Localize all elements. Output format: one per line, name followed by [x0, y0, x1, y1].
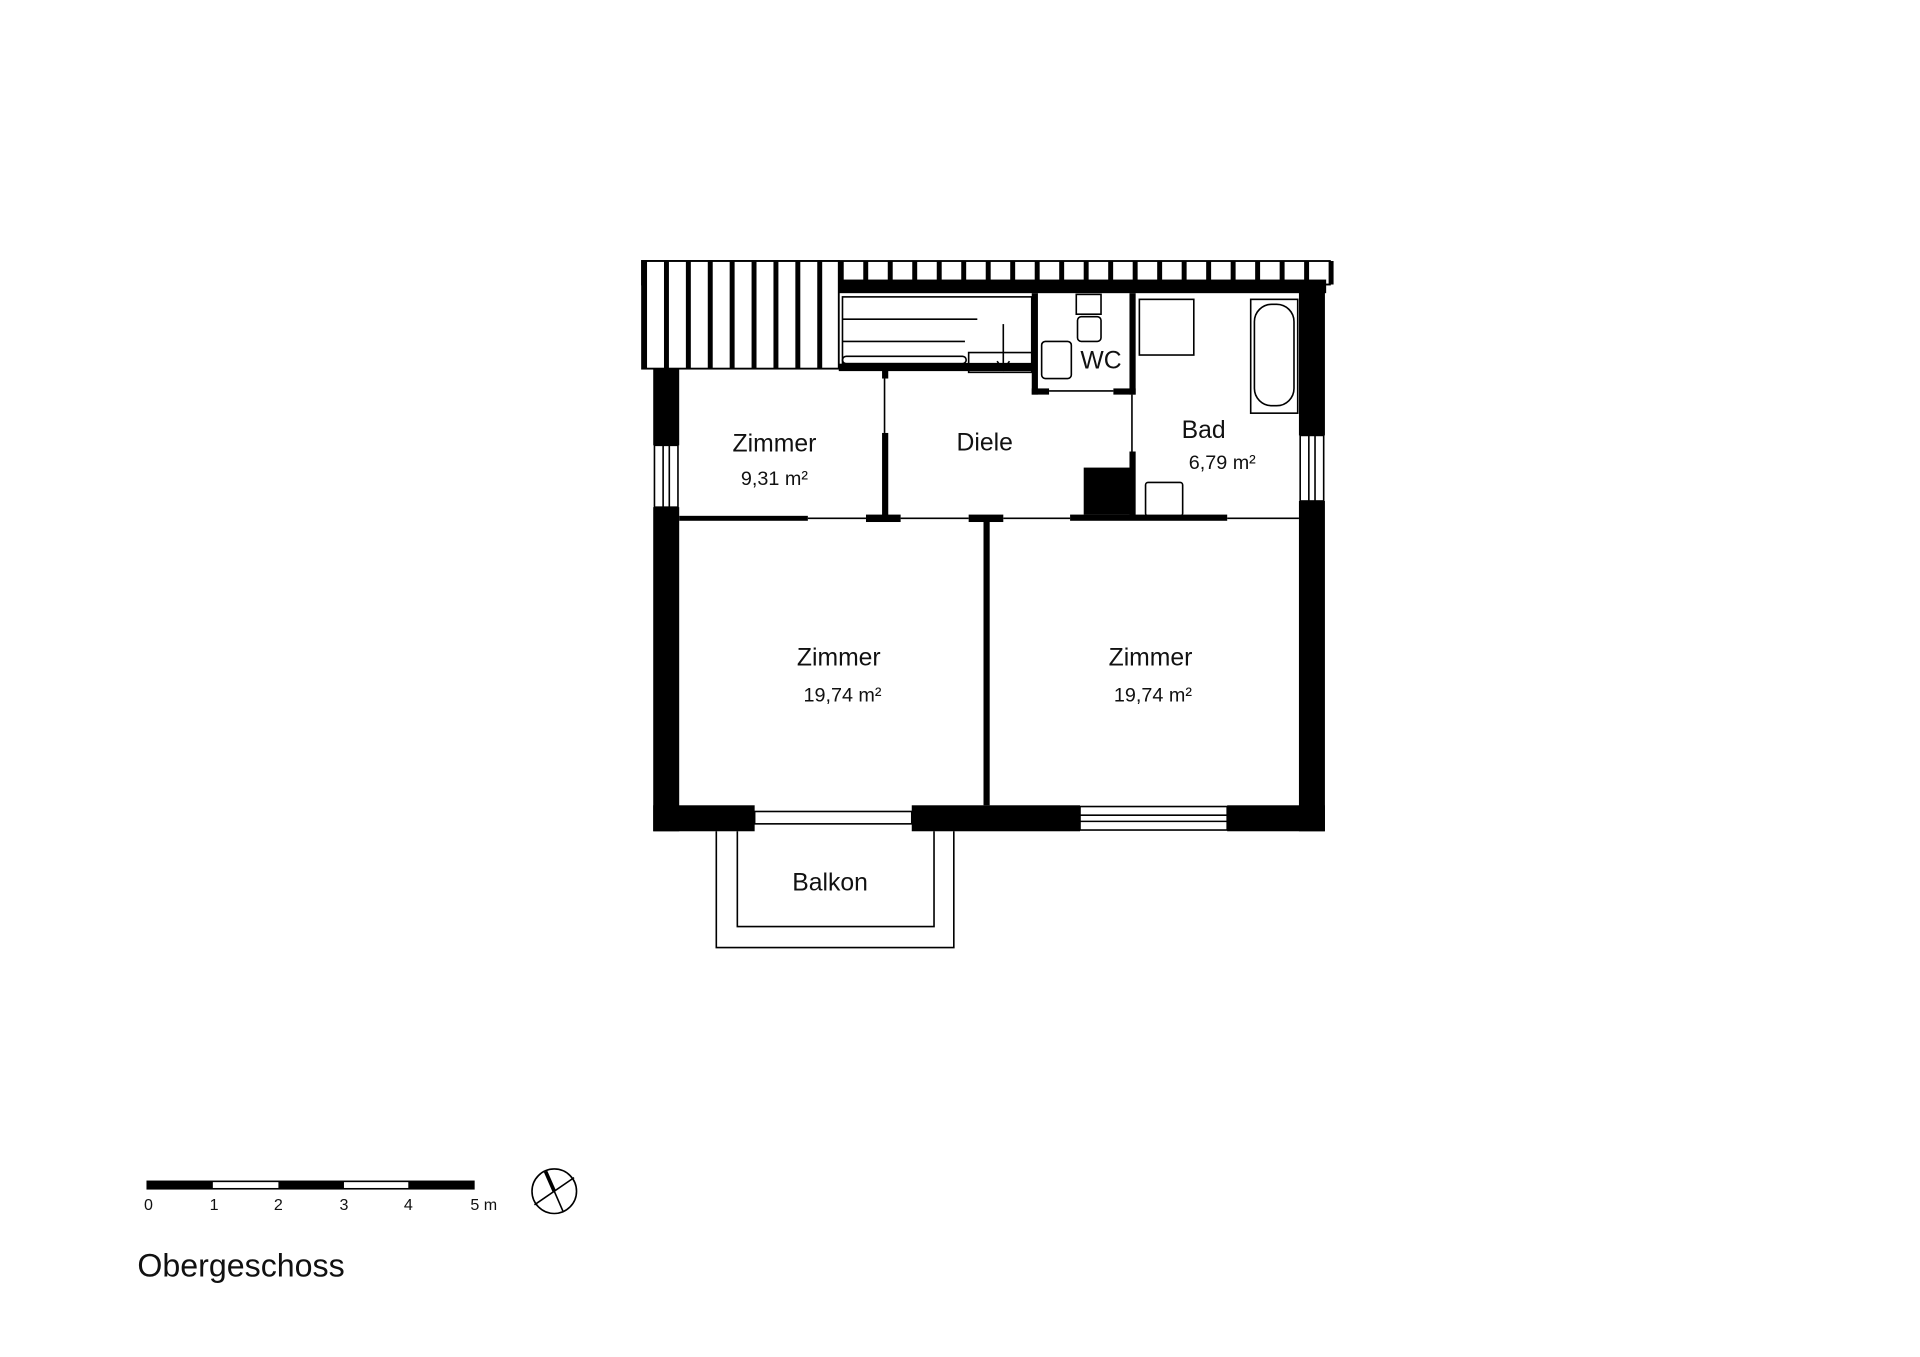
room-label-wc: WC	[1080, 348, 1121, 375]
scale-label: 3	[339, 1196, 348, 1214]
roof-stripe	[817, 261, 823, 369]
roof-stripe	[1206, 261, 1212, 285]
roof-stripe	[641, 260, 840, 370]
scale-label: 1	[210, 1196, 219, 1214]
roof-stripe	[985, 261, 991, 285]
roof-stripe	[838, 279, 1327, 285]
roof-stripe	[729, 261, 735, 369]
scale-label: 0	[144, 1196, 153, 1214]
roof-stripe	[1181, 261, 1187, 285]
roof-stripe	[795, 261, 801, 369]
roof-stripe	[1157, 261, 1163, 285]
roof-stripe	[707, 261, 713, 369]
roof-stripe	[1108, 261, 1114, 285]
scale-label: 2	[274, 1196, 283, 1214]
room-label-bad: Bad	[1182, 417, 1226, 444]
north-arrow-icon	[543, 1170, 556, 1192]
room-area-zimmer-right: 19,74 m²	[1114, 684, 1192, 706]
roof-stripe	[1083, 261, 1089, 285]
roof-stripe	[1132, 261, 1138, 285]
roof-stripe	[863, 261, 869, 285]
room-label-zimmer-small: Zimmer	[733, 431, 817, 458]
roof-stripe	[1304, 261, 1310, 285]
roof-hatch	[641, 260, 1334, 370]
scale-label: 4	[404, 1196, 413, 1214]
roof-stripe	[1059, 261, 1065, 285]
roof-stripe	[1328, 261, 1334, 285]
room-label-diele: Diele	[957, 429, 1013, 456]
room-area-zimmer-left: 19,74 m²	[803, 684, 881, 706]
roof-stripe	[1255, 261, 1261, 285]
stair-arrow-icon	[996, 360, 1011, 372]
roof-stripe	[773, 261, 779, 369]
roof-stripe	[912, 261, 918, 285]
room-label-balkon: Balkon	[792, 870, 868, 897]
scale-label: 5 m	[470, 1196, 497, 1214]
roof-stripe	[936, 261, 942, 285]
room-label-zimmer-left: Zimmer	[797, 645, 881, 672]
room-area-zimmer-small: 9,31 m²	[741, 468, 808, 490]
roof-stripe	[887, 261, 893, 285]
roof-stripe	[1279, 261, 1285, 285]
roof-stripe	[1010, 261, 1016, 285]
roof-stripe	[642, 261, 648, 369]
roof-stripe	[961, 261, 967, 285]
roof-stripe	[1230, 261, 1236, 285]
roof-stripe	[1034, 261, 1040, 285]
room-label-zimmer-right: Zimmer	[1109, 645, 1193, 672]
walls	[653, 284, 1327, 832]
roof-stripe	[751, 261, 757, 369]
roof-stripe	[663, 261, 669, 369]
roof-stripe	[838, 261, 844, 285]
floor-title: Obergeschoss	[137, 1248, 344, 1284]
room-area-bad: 6,79 m²	[1189, 452, 1256, 474]
roof-stripe	[685, 261, 691, 369]
scale-bar	[147, 1181, 474, 1189]
